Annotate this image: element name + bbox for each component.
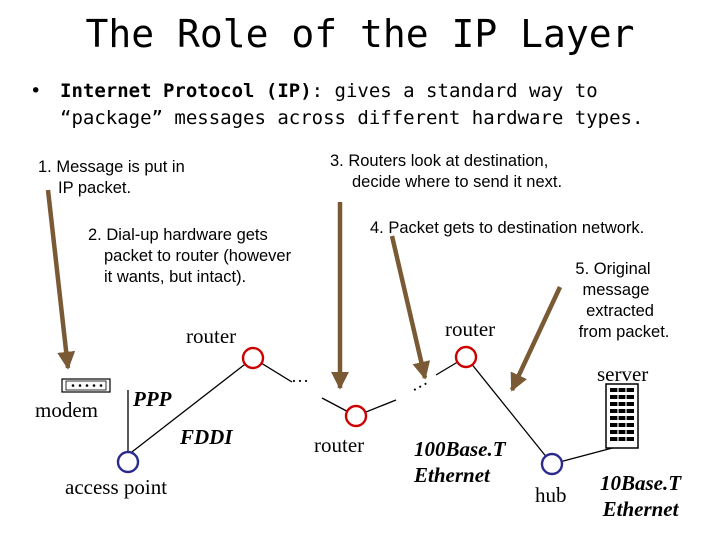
step-2-line: packet to router (however xyxy=(104,247,292,265)
step-2-line: it wants, but intact). xyxy=(104,268,247,286)
step-3-line: 3. Routers look at destination, xyxy=(330,152,549,170)
step-4-text: 4. Packet gets to destination network. xyxy=(370,218,644,239)
ethernet-100-line-1: 100Base.T xyxy=(414,437,506,461)
step-5-line: 5. Original xyxy=(575,260,651,278)
step-1-text: 1. Message is put in IP packet. xyxy=(38,157,185,199)
slide-title: The Role of the IP Layer xyxy=(85,12,635,56)
hub-label: hub xyxy=(535,483,567,507)
bullet-marker: • xyxy=(30,80,42,102)
step-5-text: 5. Original message extracted from packe… xyxy=(534,259,704,343)
server-label: server xyxy=(597,362,649,386)
step-5-arrow xyxy=(509,286,563,392)
step-4-arrow xyxy=(389,235,431,380)
bullet-term: Internet Protocol (IP) xyxy=(60,80,312,102)
modem-label: modem xyxy=(35,398,98,422)
step-5-line: extracted xyxy=(586,302,654,320)
step-1-arrow xyxy=(45,189,76,370)
bullet-line-1-rest: : gives a standard way to xyxy=(311,80,598,102)
router-label-middle: router xyxy=(314,433,365,457)
bullet-line-1: Internet Protocol (IP): gives a standard… xyxy=(60,78,598,105)
modem-icon xyxy=(61,378,111,393)
router-node-right xyxy=(454,345,478,369)
ethernet-10-line-1: 10Base.T xyxy=(600,471,682,495)
router-node-middle xyxy=(344,404,368,428)
ethernet-10-line-2: Ethernet xyxy=(602,497,679,521)
ethernet-10-label: 10Base.T Ethernet xyxy=(600,470,681,522)
step-5-line: message xyxy=(582,281,650,299)
step-1-line: 1. Message is put in xyxy=(38,158,185,176)
fddi-label: FDDI xyxy=(180,425,233,449)
bullet-line-2: “package” messages across different hard… xyxy=(60,107,644,129)
access-point-label: access point xyxy=(65,475,168,499)
ppp-line xyxy=(127,357,254,456)
ethernet-100-line xyxy=(465,356,553,465)
ethernet-10-line xyxy=(551,445,621,465)
ellipsis-left: … xyxy=(291,366,309,386)
ppp-label: PPP xyxy=(133,387,172,411)
step-1-line: IP packet. xyxy=(58,179,132,197)
ethernet-100-label: 100Base.T Ethernet xyxy=(414,436,506,488)
step-2-text: 2. Dial-up hardware gets packet to route… xyxy=(88,225,291,288)
step-2-line: 2. Dial-up hardware gets xyxy=(88,226,268,244)
step-4-line: 4. Packet gets to destination network. xyxy=(370,219,645,237)
ethernet-100-line-2: Ethernet xyxy=(414,463,490,487)
server-icon xyxy=(605,383,639,449)
router-label-left: router xyxy=(186,324,237,348)
router-label-right: router xyxy=(445,317,496,341)
step-3-line: decide where to send it next. xyxy=(352,173,563,191)
access-point-node xyxy=(116,450,140,474)
hub-node xyxy=(540,452,564,476)
router-node-left xyxy=(241,346,265,370)
step-5-line: from packet. xyxy=(578,323,670,341)
step-3-text: 3. Routers look at destination, decide w… xyxy=(330,151,562,193)
